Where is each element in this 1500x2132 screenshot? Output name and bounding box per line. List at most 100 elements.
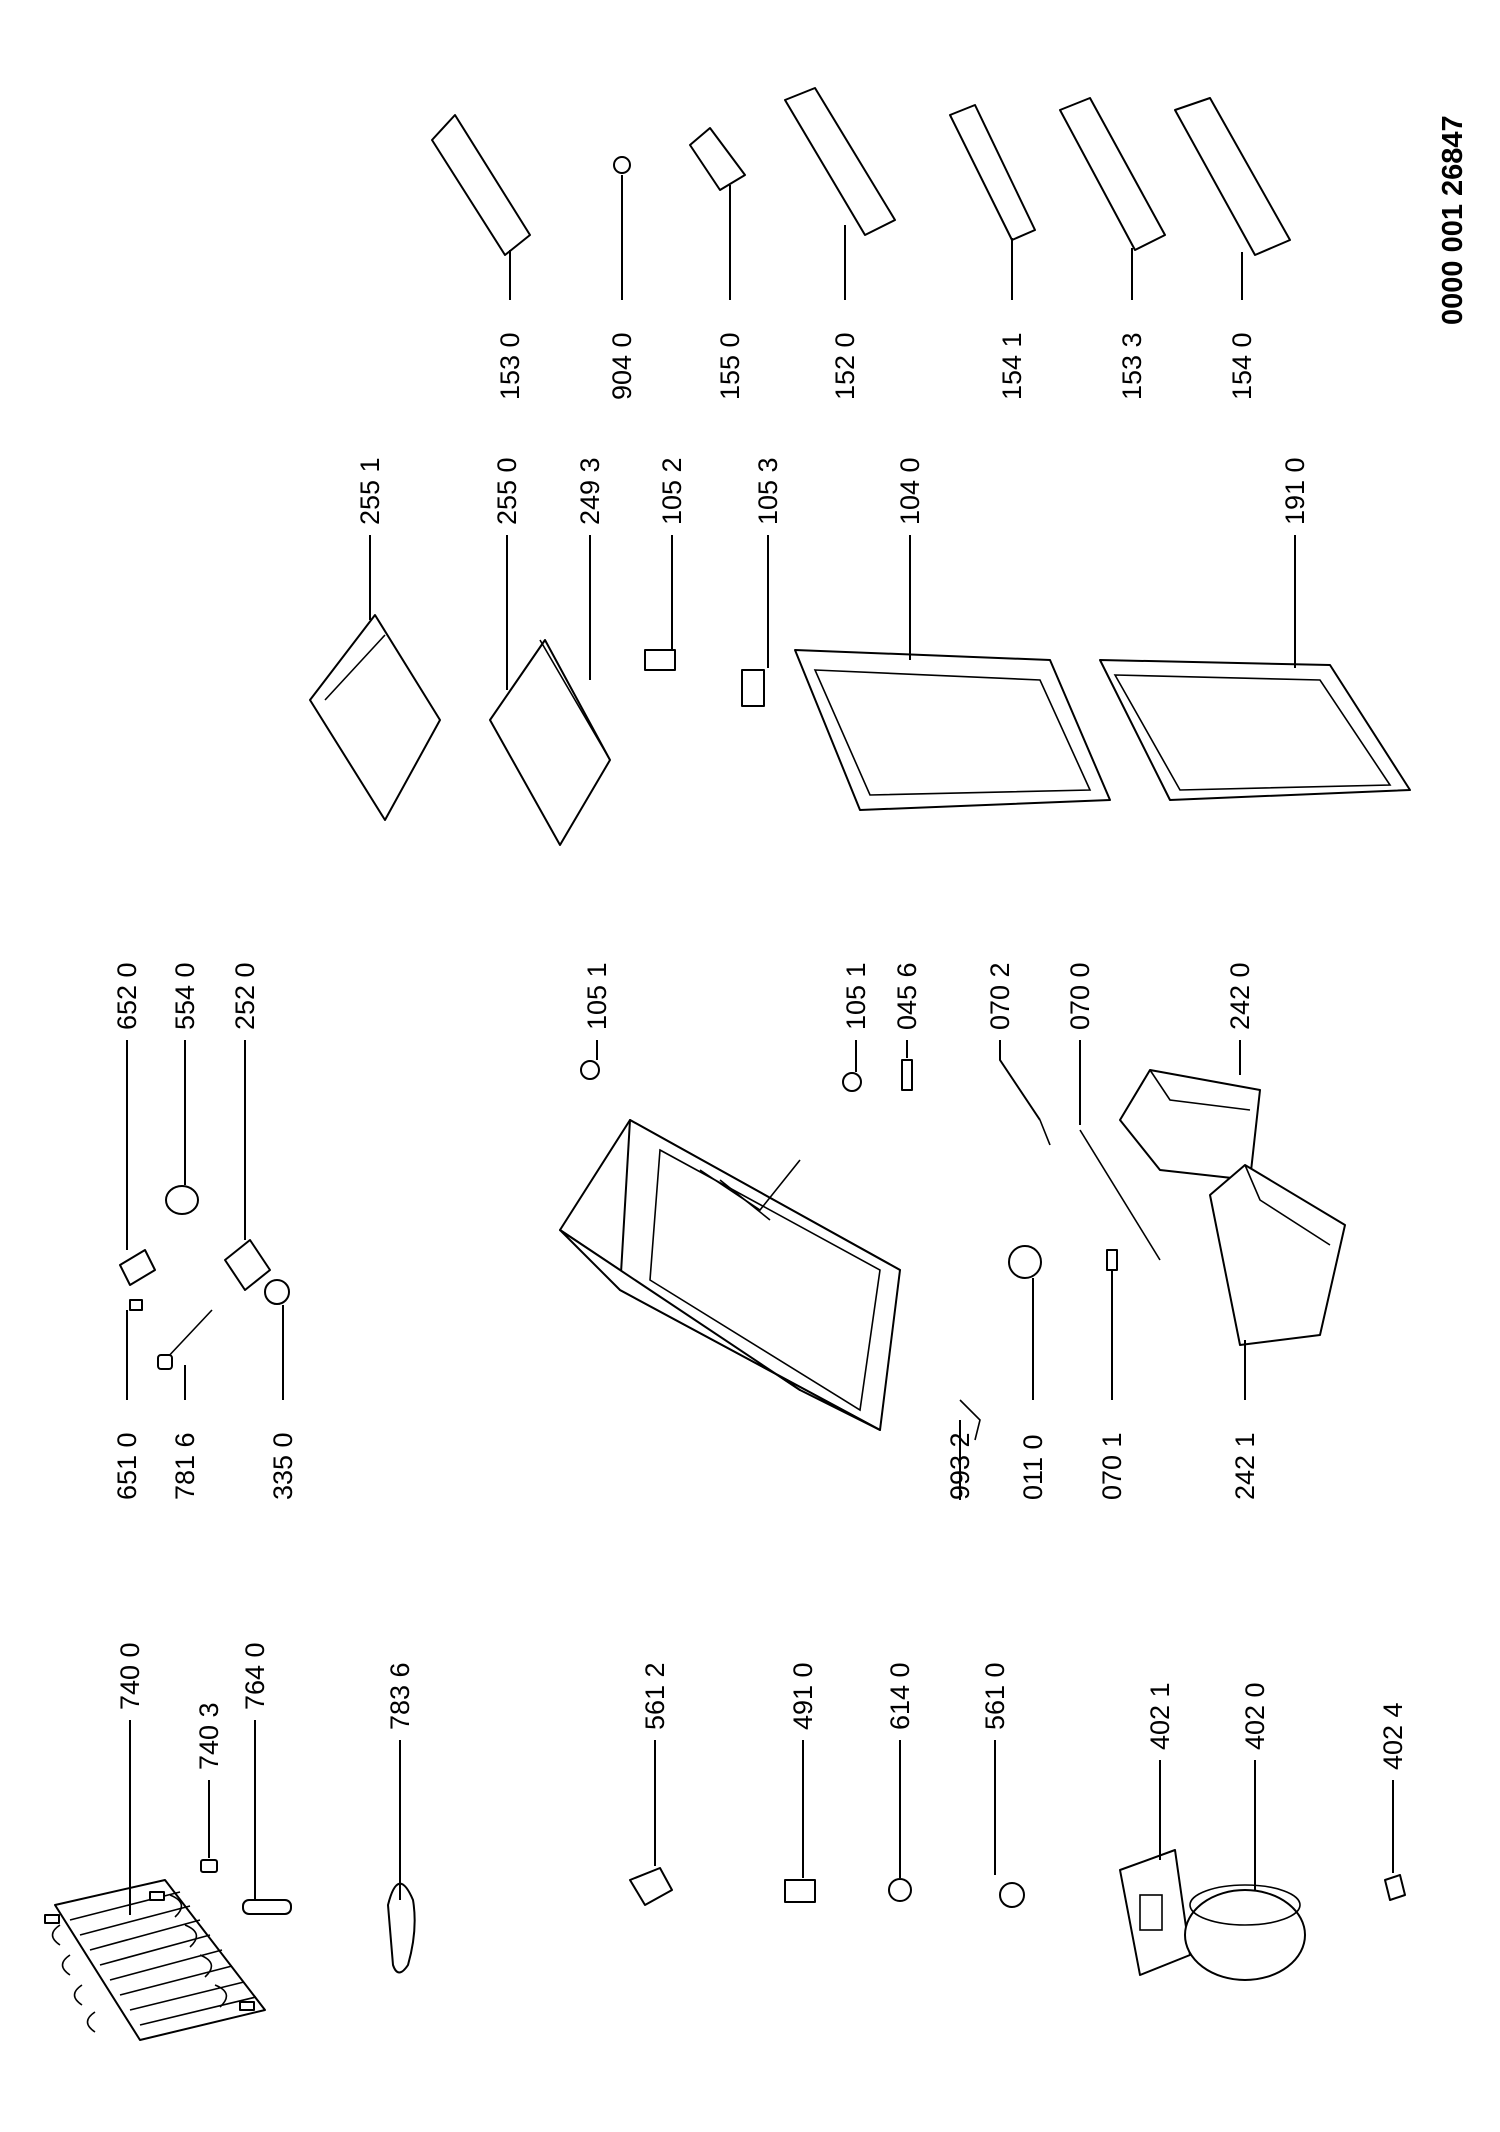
part-652-0: 652 0	[112, 962, 156, 1286]
label-105-1-upper: 105 1	[582, 962, 612, 1030]
part-255-1-drawing	[309, 614, 441, 821]
label-153-0: 153 0	[495, 332, 525, 400]
label-491-0: 491 0	[788, 1662, 818, 1730]
part-652-0-drawing	[119, 1249, 156, 1286]
label-402-0: 402 0	[1240, 1682, 1270, 1750]
label-154-1: 154 1	[997, 332, 1027, 400]
label-651-0: 651 0	[112, 1432, 142, 1500]
part-153-0: 153 0	[431, 114, 531, 400]
part-154-0-drawing	[1174, 97, 1291, 256]
part-105-3-drawing	[741, 669, 765, 707]
part-045-6: 045 6	[892, 962, 922, 1091]
part-105-2-drawing	[644, 649, 676, 671]
cabinet-drawing	[559, 1119, 901, 1431]
part-011-0-drawing	[1008, 1245, 1042, 1279]
part-651-0: 651 0	[112, 1299, 143, 1500]
label-045-6: 045 6	[892, 962, 922, 1030]
label-764-0: 764 0	[240, 1642, 270, 1710]
label-154-0: 154 0	[1227, 332, 1257, 400]
part-252-0-drawing	[224, 1239, 271, 1291]
label-104-0: 104 0	[895, 457, 925, 525]
condenser-drawing	[44, 1879, 266, 2041]
part-152-0-drawing	[784, 87, 896, 236]
part-781-6-drawing	[164, 1309, 213, 1361]
label-155-0: 155 0	[715, 332, 745, 400]
part-070-2-drawing	[1039, 1119, 1051, 1146]
label-191-0: 191 0	[1280, 457, 1310, 525]
part-491-0-drawing	[784, 1879, 816, 1903]
part-154-1-drawing	[949, 104, 1036, 241]
document-code: 0000 001 26847	[1437, 115, 1469, 325]
part-070-1-drawing	[1106, 1249, 1118, 1271]
part-740-0: 740 0	[44, 1642, 266, 2041]
part-153-0-drawing	[431, 114, 531, 256]
part-155-0-drawing	[689, 127, 746, 191]
label-783-6: 783 6	[385, 1662, 415, 1730]
part-191-0-drawing	[1099, 659, 1411, 801]
part-614-0-drawing	[888, 1878, 912, 1902]
part-740-3: 740 3	[194, 1702, 224, 1873]
label-105-2: 105 2	[657, 457, 687, 525]
part-152-0: 152 0	[784, 87, 896, 400]
part-011-0: 011 0	[1008, 1245, 1048, 1500]
label-070-1: 070 1	[1097, 1432, 1127, 1500]
part-993-2: 993 2	[945, 1399, 981, 1500]
label-614-0: 614 0	[885, 1662, 915, 1730]
part-402-4: 402 4	[1378, 1702, 1408, 1901]
part-402-1-drawing	[1119, 1849, 1191, 1976]
part-491-0: 491 0	[784, 1662, 818, 1903]
label-554-0: 554 0	[170, 962, 200, 1030]
label-781-6: 781 6	[170, 1432, 200, 1500]
label-242-0: 242 0	[1225, 962, 1255, 1030]
part-153-3: 153 3	[1059, 97, 1166, 400]
part-242-0-drawing	[1119, 1069, 1261, 1181]
label-070-2: 070 2	[985, 962, 1015, 1030]
part-255-1: 255 1	[309, 457, 441, 821]
part-904-0: 904 0	[607, 156, 637, 400]
part-105-1-lower-drawing	[842, 1072, 862, 1092]
label-011-0: 011 0	[1018, 1434, 1048, 1500]
part-614-0: 614 0	[885, 1662, 915, 1902]
part-249-3: 249 3	[539, 457, 611, 761]
part-105-2: 105 2	[644, 457, 687, 671]
part-242-1-drawing	[1209, 1164, 1346, 1346]
part-252-0: 252 0	[224, 962, 271, 1291]
part-561-0: 561 0	[980, 1662, 1025, 1908]
label-249-3: 249 3	[575, 457, 605, 525]
part-335-0-drawing	[264, 1279, 290, 1305]
part-554-0-drawing	[165, 1185, 199, 1215]
part-070-0: 070 0	[1065, 962, 1161, 1261]
part-249-3-drawing	[539, 639, 611, 761]
label-652-0: 652 0	[112, 962, 142, 1030]
part-783-6: 783 6	[385, 1662, 416, 1974]
part-153-3-drawing	[1059, 97, 1166, 251]
label-255-0: 255 0	[492, 457, 522, 525]
part-070-1: 070 1	[1097, 1249, 1127, 1500]
part-155-0: 155 0	[689, 127, 746, 400]
part-783-6-drawing	[387, 1882, 416, 1974]
part-105-1-upper: 105 1	[580, 962, 612, 1080]
label-255-1: 255 1	[355, 457, 385, 525]
part-764-0: 764 0	[240, 1642, 292, 1915]
part-904-0-drawing	[613, 156, 631, 174]
part-070-0-drawing	[1079, 1129, 1161, 1261]
label-153-3: 153 3	[1117, 332, 1147, 400]
part-554-0: 554 0	[165, 962, 200, 1215]
part-561-2: 561 2	[629, 1662, 673, 1906]
part-402-0: 402 0	[1184, 1682, 1306, 1981]
part-105-3: 105 3	[741, 457, 783, 707]
part-070-2: 070 2	[985, 962, 1051, 1146]
part-561-0-drawing	[999, 1882, 1025, 1908]
label-740-0: 740 0	[115, 1642, 145, 1710]
part-402-0-drawing	[1184, 1889, 1306, 1981]
part-764-0-drawing	[242, 1899, 292, 1915]
part-402-1: 402 1	[1119, 1682, 1191, 1976]
label-070-0: 070 0	[1065, 962, 1095, 1030]
label-402-1: 402 1	[1145, 1682, 1175, 1750]
part-402-4-drawing	[1384, 1874, 1406, 1901]
label-402-4: 402 4	[1378, 1702, 1408, 1770]
part-242-0: 242 0	[1119, 962, 1261, 1181]
part-781-6: 781 6	[157, 1309, 213, 1500]
label-105-3: 105 3	[753, 457, 783, 525]
